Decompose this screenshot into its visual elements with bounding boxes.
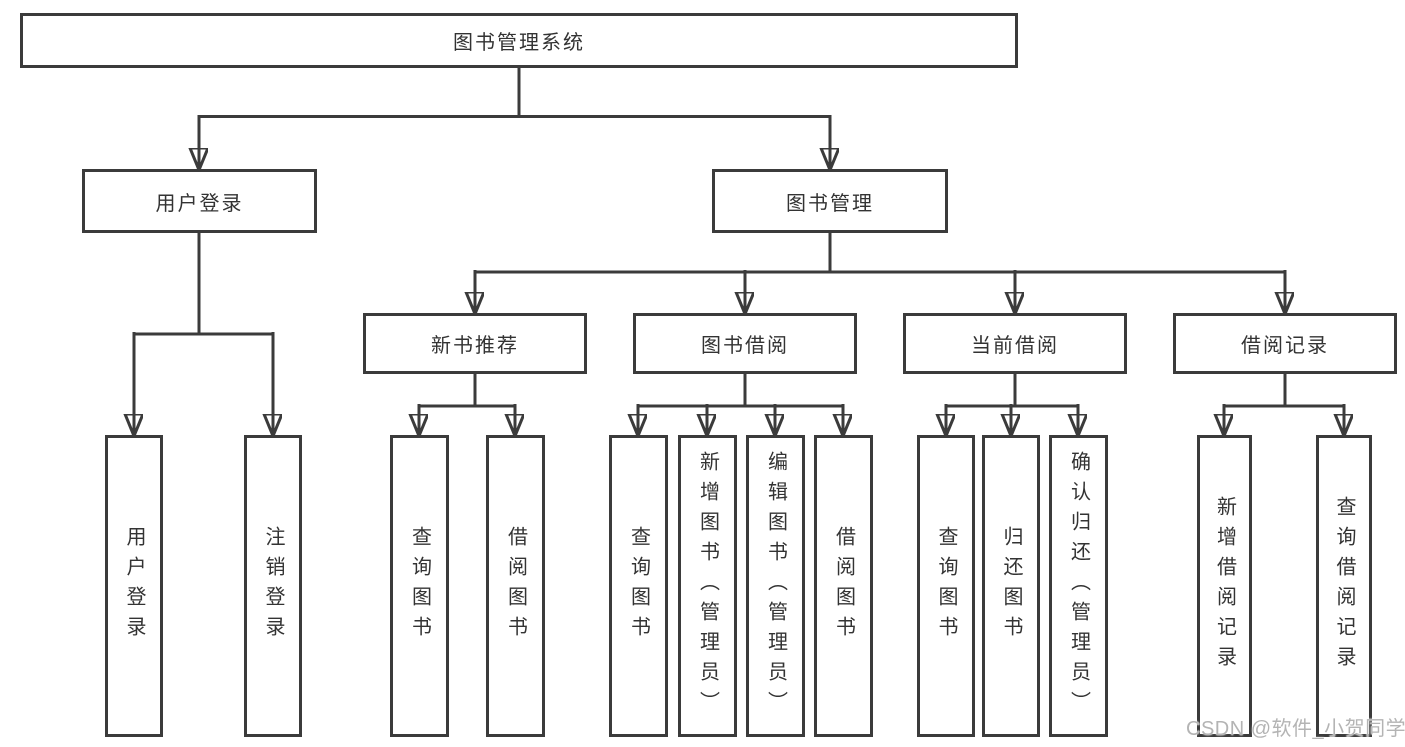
leaf-borrow-query-book: 查询图书 [609, 435, 668, 737]
connector-current-stem [946, 374, 1078, 408]
leaf-current-query-book: 查询图书 [917, 435, 975, 737]
leaf-borrow-add-book-admin: 新增图书（管理员） [678, 435, 737, 737]
leaf-current-confirm-return-admin: 确认归还（管理员） [1049, 435, 1108, 737]
node-user-login: 用户登录 [82, 169, 317, 233]
connector-records-stem [1224, 374, 1344, 408]
node-book-management: 图书管理 [712, 169, 948, 233]
connector-user-login-stem [134, 232, 273, 336]
leaf-borrow-borrow-book: 借阅图书 [814, 435, 873, 737]
leaf-recommend-query-book: 查询图书 [390, 435, 449, 737]
node-root-library-system: 图书管理系统 [20, 13, 1018, 68]
leaf-logout-login: 注销登录 [244, 435, 302, 737]
connector-book-management-stem [475, 233, 1285, 274]
leaf-borrow-edit-book-admin: 编辑图书（管理员） [746, 435, 805, 737]
csdn-watermark: CSDN @软件_小贺同学 [1186, 718, 1405, 740]
leaf-recommend-borrow-book: 借阅图书 [486, 435, 545, 737]
connector-recommend-stem [419, 374, 515, 408]
node-book-borrow: 图书借阅 [633, 313, 857, 374]
leaf-records-query-record: 查询借阅记录 [1316, 435, 1372, 737]
node-new-book-recommend: 新书推荐 [363, 313, 587, 374]
leaf-user-login: 用户登录 [105, 435, 163, 737]
leaf-current-return-book: 归还图书 [982, 435, 1040, 737]
connector-borrow-stem [638, 374, 843, 408]
node-current-borrow: 当前借阅 [903, 313, 1127, 374]
connector-root-stem [199, 68, 830, 118]
leaf-records-add-record: 新增借阅记录 [1197, 435, 1252, 737]
node-borrow-records: 借阅记录 [1173, 313, 1397, 374]
